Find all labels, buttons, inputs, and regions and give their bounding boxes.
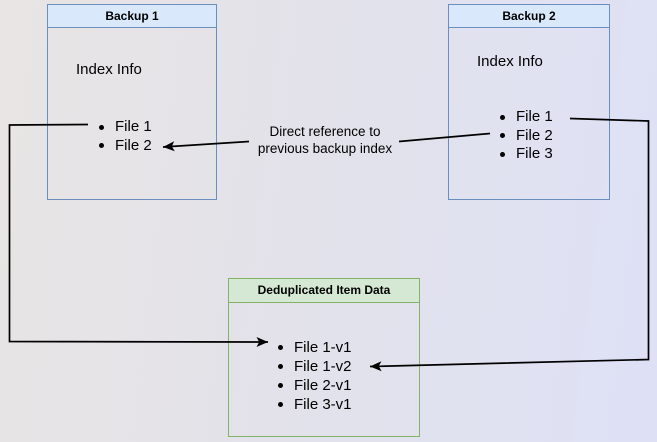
file-list-item: File 2-v1 <box>278 376 352 395</box>
annotation-label: Direct reference to previous backup inde… <box>257 124 393 156</box>
dedup-title: Deduplicated Item Data <box>229 279 419 303</box>
file-list-item: File 2 <box>99 137 152 156</box>
dedup-file-list: File 1-v1 File 1-v2 File 2-v1 File 3-v1 <box>278 338 352 414</box>
file-list-item: File 1-v1 <box>278 338 352 357</box>
file-list-item: File 3-v1 <box>278 395 352 414</box>
file-list-item: File 3 <box>500 145 553 164</box>
backup1-index-info-label: Index Info <box>76 61 142 78</box>
backup2-file-list: File 1 File 2 File 3 <box>500 108 553 164</box>
file-list-item: File 1 <box>99 118 152 137</box>
deduplicated-item-data-box: Deduplicated Item Data File 1-v1 File 1-… <box>228 278 420 437</box>
backup1-file-list: File 1 File 2 <box>99 118 152 155</box>
backup1-title: Backup 1 <box>48 5 216 28</box>
backup2-index-info-label: Index Info <box>477 53 543 70</box>
backup2-box: Backup 2 Index Info File 1 File 2 File 3 <box>448 4 610 200</box>
file-list-item: File 1 <box>500 108 553 127</box>
file-list-item: File 2 <box>500 127 553 146</box>
backup2-title: Backup 2 <box>449 5 609 28</box>
backup1-box: Backup 1 Index Info File 1 File 2 <box>47 4 217 200</box>
file-list-item: File 1-v2 <box>278 357 352 376</box>
